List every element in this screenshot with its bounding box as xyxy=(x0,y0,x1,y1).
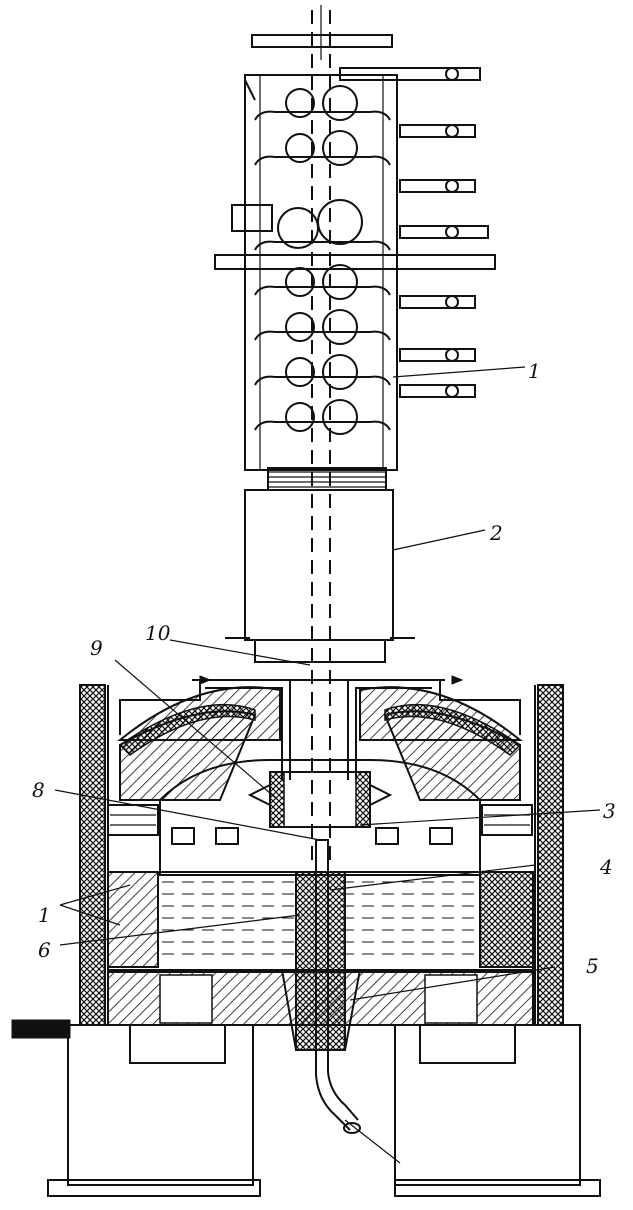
callout-labels: 1 1 2 3 4 5 6 8 9 10 xyxy=(32,359,616,978)
heating-elements xyxy=(171,827,453,845)
callout-4: 4 xyxy=(599,855,613,879)
cylinder-housing xyxy=(225,489,415,663)
spring xyxy=(267,467,387,491)
shelf-group xyxy=(254,110,391,431)
leader-lines xyxy=(54,366,601,1164)
callout-9: 9 xyxy=(90,636,103,660)
drive-shafts xyxy=(214,67,496,398)
roller-pairs xyxy=(277,85,363,435)
callout-3: 3 xyxy=(603,799,616,823)
callout-8: 8 xyxy=(32,778,45,802)
callout-5: 5 xyxy=(586,954,599,978)
drive-column xyxy=(214,5,496,860)
callout-1: 1 xyxy=(528,359,541,383)
callout-10: 10 xyxy=(145,621,171,645)
furnace-body xyxy=(79,675,564,1134)
base-pedestal xyxy=(11,1019,601,1197)
callout-2: 2 xyxy=(489,521,503,545)
callout-6: 6 xyxy=(38,938,51,962)
callout-1-lower: 1 xyxy=(38,903,51,927)
